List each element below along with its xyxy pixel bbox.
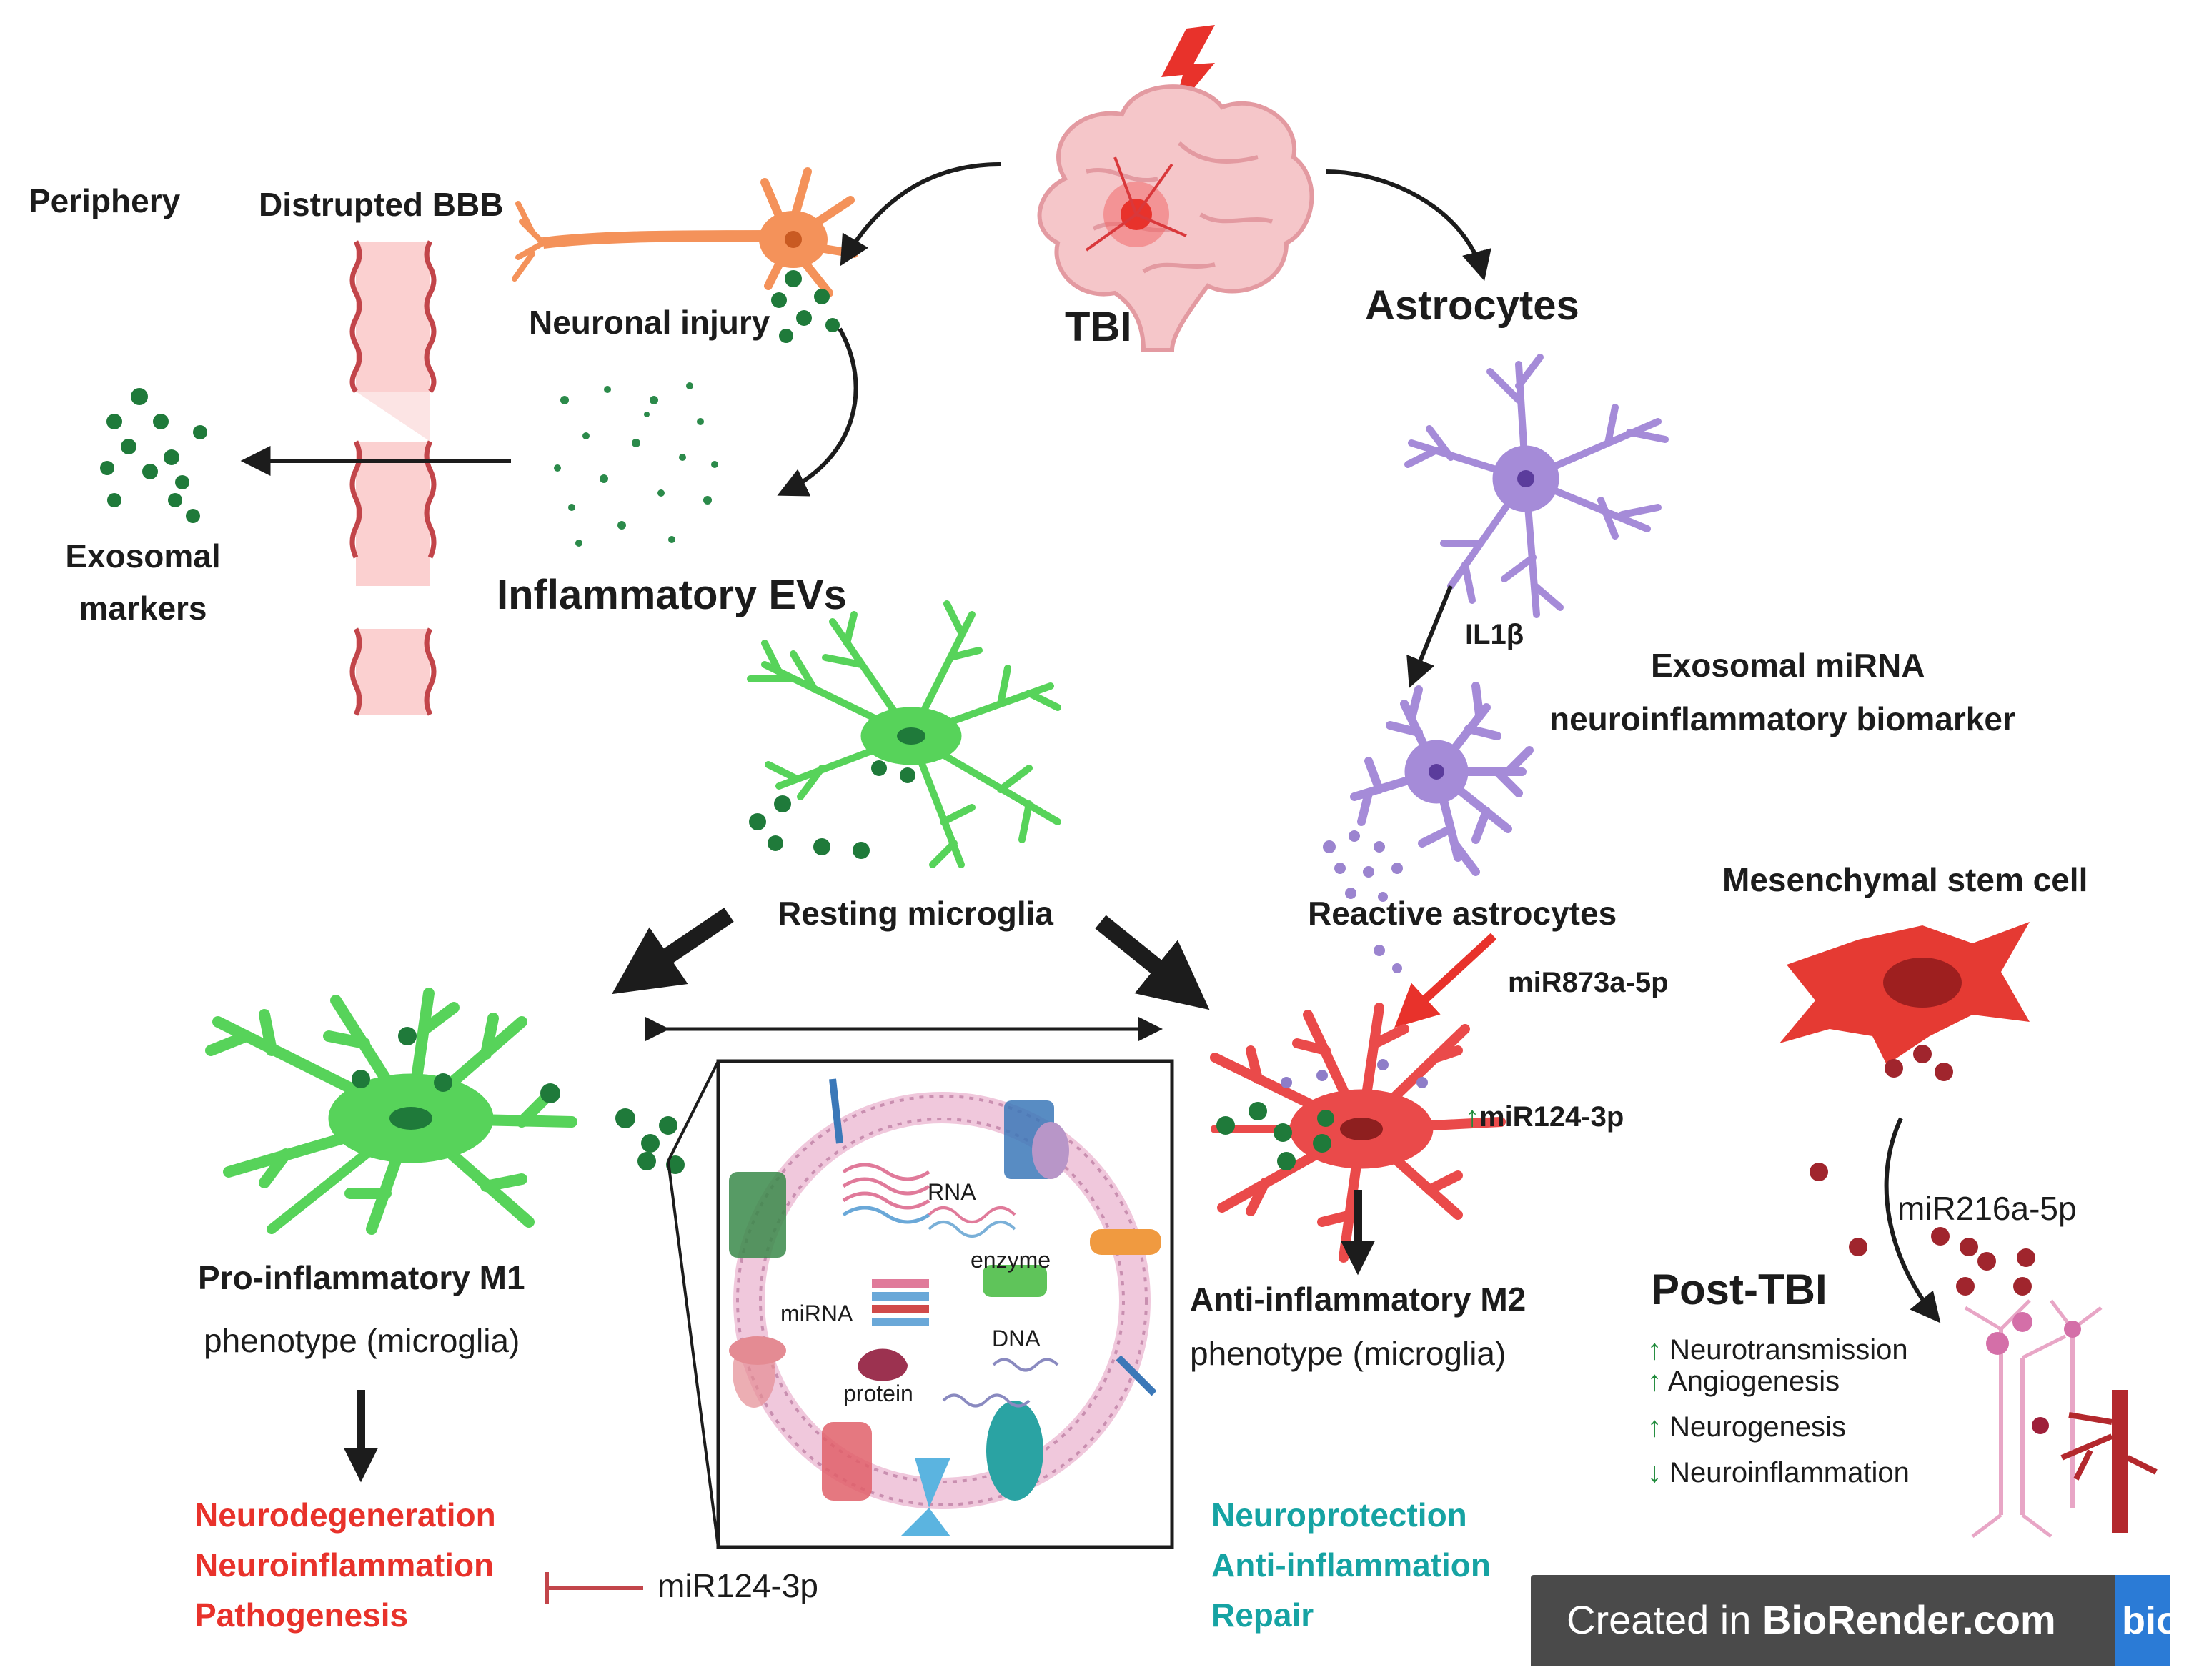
m2-green-vesicles: [1216, 1102, 1334, 1170]
mir124-inhibit-label: miR124-3p: [657, 1567, 818, 1604]
outcome-neuroinflammation: Neuroinflammation: [194, 1546, 495, 1584]
m1-microglia-cell: [205, 988, 577, 1235]
watermark-text: Created in BioRender.com: [1567, 1597, 2056, 1642]
brain-tbi: [1037, 25, 1314, 352]
disrupted-bbb-label: Distrupted BBB: [259, 186, 504, 223]
astrocytes-label: Astrocytes: [1365, 282, 1579, 329]
inhibition-mir124: [545, 1572, 643, 1604]
mir873-label: miR873a-5p: [1508, 967, 1669, 998]
arrow-tbi-to-neuron: [840, 162, 1001, 267]
m2-label-line2: phenotype (microglia): [1190, 1335, 1506, 1372]
neuron-released-vesicles: [771, 270, 840, 343]
disrupted-bbb-vessel: [349, 240, 437, 716]
cargo-mirna-label: miRNA: [780, 1301, 853, 1326]
m2-microglia-cell: [1210, 1003, 1506, 1263]
neuronal-injury-label: Neuronal injury: [529, 304, 770, 341]
up-arrow-icon: ↑: [1647, 1411, 1662, 1443]
arrow-resting-to-m1: [612, 908, 734, 995]
effect-neurotransmission: ↑ Neurotransmission: [1647, 1334, 1908, 1366]
m1-outcomes-list: Neurodegeneration Neuroinflammation Path…: [194, 1490, 496, 1640]
tbi-label: TBI: [1065, 304, 1132, 350]
periphery-label: Periphery: [29, 182, 181, 219]
effect-angiogenesis: ↑ Angiogenesis: [1647, 1366, 1840, 1397]
neuron-cell: [512, 167, 858, 297]
resting-microglia-vesicles: [749, 760, 915, 859]
post-tbi-effects-list: ↑ Neurotransmission ↑ Angiogenesis ↑ Neu…: [1647, 1329, 1910, 1493]
arrow-astrocyte-to-reactive: [1406, 585, 1453, 688]
effect-neuroinflammation: ↓ Neuroinflammation: [1647, 1457, 1910, 1488]
m2-outcomes-list: Neuroprotection Anti-inflammation Repair: [1211, 1490, 1491, 1640]
inflammatory-evs-label: Inflammatory EVs: [497, 572, 847, 618]
down-arrow-icon: ↓: [1647, 1457, 1662, 1488]
up-arrow-icon: ↑: [1647, 1366, 1662, 1397]
mesenchymal-stem-cell: [1779, 922, 2030, 1065]
exosomal-mirna-label-line1: Exosomal miRNA: [1651, 647, 1925, 684]
m2-purple-vesicles: [1281, 1059, 1428, 1088]
mesenchymal-stem-cell-label: Mesenchymal stem cell: [1722, 861, 2088, 898]
exosome-inset: [667, 1059, 1174, 1549]
up-arrow-icon: ↑: [1465, 1101, 1479, 1133]
up-arrow-icon: ↑: [1647, 1334, 1662, 1366]
exosomal-mirna-label-line2: neuroinflammatory biomarker: [1549, 700, 2015, 737]
arrow-neuron-to-evs: [777, 327, 858, 497]
m1-vesicles: [352, 1027, 685, 1174]
mir216-label: miR216a-5p: [1897, 1190, 2077, 1227]
astrocyte-cell: [1404, 354, 1669, 618]
outcome-neuroprotection: Neuroprotection: [1211, 1496, 1467, 1534]
m1-label-line2: phenotype (microglia): [204, 1322, 520, 1359]
msc-vesicles: [1810, 1045, 2035, 1296]
il1b-label: IL1β: [1465, 619, 1524, 650]
outcome-pathogenesis: Pathogenesis: [194, 1596, 409, 1634]
biorender-watermark: Created in BioRender.com bio: [1531, 1575, 2170, 1666]
cargo-dna-label: DNA: [992, 1326, 1041, 1351]
m1-label-line1: Pro-inflammatory M1: [198, 1259, 525, 1296]
cargo-protein-label: protein: [843, 1381, 913, 1406]
exosomal-markers-label-line2: markers: [79, 590, 207, 627]
cargo-rna-label: RNA: [928, 1179, 976, 1205]
resting-microglia-label: Resting microglia: [778, 895, 1053, 932]
outcome-anti-inflammation: Anti-inflammation: [1211, 1546, 1491, 1584]
reactive-astrocytes-label: Reactive astrocytes: [1308, 895, 1617, 932]
exosomal-marker-dots: [100, 388, 207, 523]
inflammatory-ev-scatter: [554, 382, 718, 547]
reactive-astrocyte-vesicles: [1323, 830, 1403, 973]
arrow-tbi-to-astrocytes: [1325, 169, 1491, 282]
arrow-msc-to-neurons: [1884, 1117, 1941, 1323]
post-tbi-label: Post-TBI: [1651, 1266, 1827, 1313]
mir124-up-label: ↑miR124-3p: [1465, 1101, 1624, 1133]
arrow-reactive-to-m2: [1394, 933, 1497, 1028]
biorender-logo-icon: bio: [2115, 1575, 2170, 1666]
arrow-resting-to-m2: [1095, 915, 1210, 1010]
exosomal-markers-label-line1: Exosomal: [65, 537, 221, 575]
resting-microglia-cell: [747, 600, 1061, 868]
post-tbi-neurons: [1964, 1299, 2158, 1538]
reactive-astrocyte-cell: [1350, 682, 1534, 876]
effect-neurogenesis: ↑ Neurogenesis: [1647, 1411, 1846, 1443]
outcome-repair: Repair: [1211, 1596, 1314, 1634]
m2-label-line1: Anti-inflammatory M2: [1190, 1281, 1527, 1318]
outcome-neurodegeneration: Neurodegeneration: [194, 1496, 496, 1534]
cargo-enzyme-label: enzyme: [971, 1247, 1051, 1273]
